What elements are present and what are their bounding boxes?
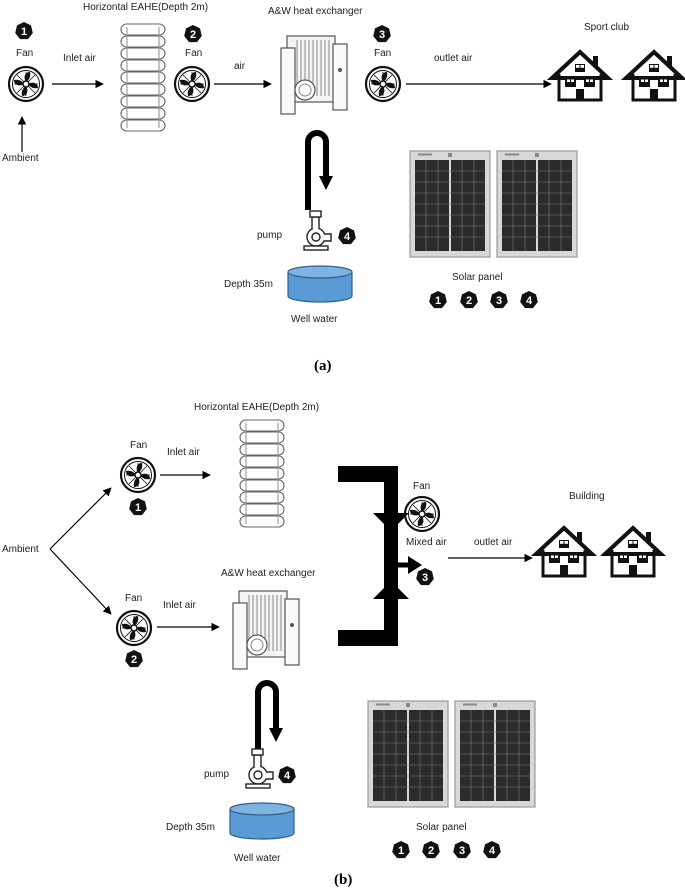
mix-outlet-arrowhead	[408, 556, 422, 574]
water-loop-arrowhead	[269, 728, 283, 742]
ambient-to-fan2-arrow	[49, 548, 112, 615]
eahe-title: Horizontal EAHE(Depth 2m)	[83, 2, 209, 13]
fan-icon	[119, 456, 157, 494]
badge-number: 1	[435, 295, 441, 307]
solar-panel-label: Solar panel	[452, 272, 503, 283]
eahe-title: Horizontal EAHE(Depth 2m)	[194, 402, 320, 413]
heat-exchanger-icon	[232, 590, 300, 670]
sport-club-label: Sport club	[584, 22, 630, 33]
outlet-air-label: outlet air	[434, 53, 473, 64]
panel-a	[7, 22, 684, 309]
badge-number: 3	[379, 29, 385, 41]
badge-number: 2	[466, 295, 472, 307]
solar-panel-label: Solar panel	[416, 822, 467, 833]
fan-label: Fan	[185, 48, 203, 59]
building-label: Building	[569, 491, 605, 502]
ambient-label: Ambient	[2, 153, 39, 164]
fan-label: Fan	[16, 48, 34, 59]
water-loop	[255, 680, 279, 760]
panel-b	[49, 419, 663, 859]
duct-bottom	[338, 581, 409, 646]
mixing-chamber	[384, 523, 398, 589]
inlet-air-label: Inlet air	[63, 53, 96, 64]
fan-icon	[403, 495, 441, 533]
badge-number: 4	[344, 231, 351, 243]
solar-panel-icon	[496, 150, 578, 258]
pump-icon	[245, 748, 274, 789]
depth-label: Depth 35m	[166, 822, 215, 833]
heat-exchanger-icon	[280, 35, 348, 115]
duct-top	[338, 466, 409, 531]
badge-number: 4	[489, 845, 496, 857]
outlet-air-label: outlet air	[474, 537, 513, 548]
house-icon	[550, 50, 610, 102]
water-loop	[305, 130, 329, 210]
badge-number: 1	[398, 845, 404, 857]
eahe-coil-icon	[239, 419, 285, 528]
fan-icon	[7, 65, 45, 103]
badge-number: 2	[131, 654, 137, 666]
badge-number: 3	[496, 295, 502, 307]
solar-panel-icon	[409, 150, 491, 258]
pump-label: pump	[257, 230, 283, 241]
caption-a: (a)	[314, 358, 332, 374]
fan-label: Fan	[413, 481, 431, 492]
water-loop-arrowhead	[319, 176, 333, 190]
pump-icon	[303, 210, 332, 251]
house-icon	[624, 50, 684, 102]
badge-number: 3	[459, 845, 465, 857]
badge-number: 4	[284, 770, 291, 782]
pump-label: pump	[204, 769, 230, 780]
badge-number: 2	[428, 845, 434, 857]
well-water-tank	[229, 802, 295, 840]
air-label: air	[234, 61, 246, 72]
house-icon	[534, 526, 594, 578]
well-water-tank	[287, 265, 353, 303]
fan-label: Fan	[374, 48, 392, 59]
fan-label: Fan	[125, 593, 143, 604]
inlet-air-label: Inlet air	[163, 600, 196, 611]
fan-label: Fan	[130, 440, 148, 451]
solar-panel-icon	[367, 700, 449, 808]
house-icon	[603, 526, 663, 578]
fan-icon	[115, 609, 153, 647]
fan-icon	[364, 65, 402, 103]
badge-number: 4	[526, 295, 533, 307]
badge-number: 1	[135, 502, 141, 514]
badge-number: 3	[422, 572, 428, 584]
depth-label: Depth 35m	[224, 279, 273, 290]
badge-number: 1	[21, 26, 27, 38]
well-water-label: Well water	[234, 853, 281, 864]
badge-number: 2	[190, 29, 196, 41]
heat-exchanger-title: A&W heat exchanger	[221, 568, 316, 579]
eahe-coil-icon	[120, 23, 166, 132]
solar-panel-icon	[454, 700, 536, 808]
ambient-label: Ambient	[2, 544, 39, 555]
heat-exchanger-title: A&W heat exchanger	[268, 6, 363, 17]
caption-b: (b)	[334, 872, 353, 888]
mixed-air-label: Mixed air	[406, 537, 447, 548]
fan-icon	[173, 65, 211, 103]
inlet-air-label: Inlet air	[167, 447, 200, 458]
ambient-to-fan1-arrow	[49, 487, 112, 550]
well-water-label: Well water	[291, 314, 338, 325]
